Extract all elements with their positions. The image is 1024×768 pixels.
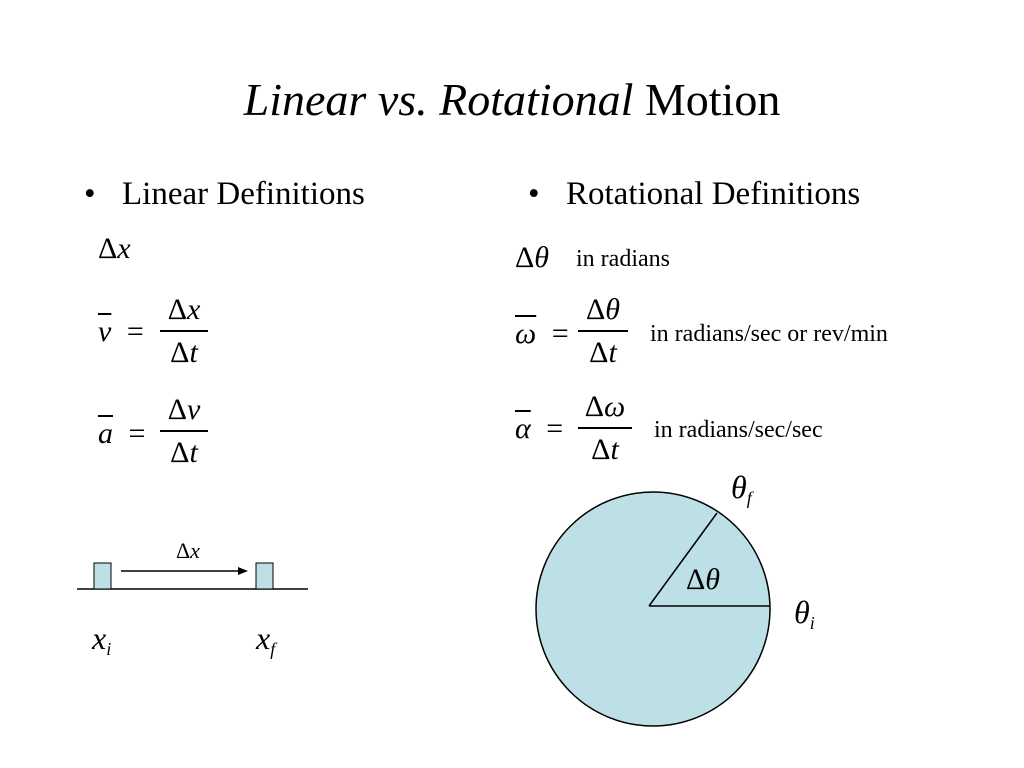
equals-sign: = <box>546 412 564 445</box>
variable-x: x <box>117 232 131 265</box>
omega-unit: in radians/sec or rev/min <box>650 321 888 347</box>
delta-symbol: Δ <box>591 432 611 466</box>
variable-theta: θ <box>731 469 747 505</box>
variable-x: x <box>186 293 201 326</box>
delta-theta-unit: in radians <box>576 246 670 272</box>
acceleration-denominator: Δt <box>170 436 198 470</box>
rotation-disk <box>535 491 771 727</box>
linear-heading-text: Linear Definitions <box>122 176 365 212</box>
delta-symbol: Δ <box>176 538 191 563</box>
displacement-label: Δx <box>176 538 200 564</box>
fraction-bar <box>578 330 628 332</box>
delta-symbol: Δ <box>589 335 609 369</box>
displacement-arrow-head <box>238 567 248 575</box>
average-angular-velocity-symbol: ω <box>515 317 537 350</box>
variable-theta: θ <box>794 594 810 630</box>
delta-symbol: Δ <box>584 390 605 423</box>
alpha-fraction: Δω Δt <box>578 390 632 467</box>
delta-symbol: Δ <box>585 293 606 326</box>
subscript-f: f <box>270 639 276 659</box>
delta-symbol: Δ <box>686 563 706 596</box>
bullet-marker: • <box>528 176 540 212</box>
fraction-bar <box>578 427 632 429</box>
subscript-f: f <box>746 488 752 508</box>
rotational-heading-text: Rotational Definitions <box>566 176 861 212</box>
alpha-lhs: α = <box>515 412 563 446</box>
delta-symbol: Δ <box>170 435 190 469</box>
title-regular-part: Motion <box>644 74 781 125</box>
fraction-bar <box>160 330 208 332</box>
delta-symbol: Δ <box>98 232 118 265</box>
variable-v: v <box>186 393 201 426</box>
subscript-i: i <box>809 613 815 633</box>
variable-x: x <box>190 538 200 563</box>
fraction-bar <box>160 430 208 432</box>
delta-theta-definition: Δθ <box>515 241 549 275</box>
delta-symbol: Δ <box>515 241 535 274</box>
acceleration-lhs: a = <box>98 417 145 451</box>
average-velocity-symbol: v <box>98 315 112 348</box>
velocity-denominator: Δt <box>170 336 198 370</box>
velocity-numerator: Δx <box>168 293 201 327</box>
delta-symbol: Δ <box>167 393 187 426</box>
omega-denominator: Δt <box>589 336 617 370</box>
equals-sign: = <box>128 417 146 450</box>
final-position-label: xf <box>256 620 275 667</box>
initial-angle-label: θi <box>794 594 815 641</box>
velocity-fraction: Δx Δt <box>160 293 208 370</box>
radius-final <box>648 512 718 607</box>
block-final <box>255 562 274 590</box>
alpha-denominator: Δt <box>591 433 619 467</box>
delta-x-definition: Δx <box>98 232 131 266</box>
variable-x: x <box>92 620 107 656</box>
equals-sign: = <box>551 317 569 350</box>
variable-x: x <box>256 620 271 656</box>
variable-t: t <box>608 335 617 369</box>
alpha-numerator: Δω <box>585 390 625 424</box>
velocity-lhs: v = <box>98 315 144 349</box>
block-initial <box>93 562 112 590</box>
variable-t: t <box>610 432 619 466</box>
alpha-unit: in radians/sec/sec <box>654 417 823 443</box>
variable-omega: ω <box>604 390 626 423</box>
variable-theta: θ <box>534 241 550 274</box>
average-angular-acceleration-symbol: α <box>515 412 531 445</box>
rotational-heading: • Rotational Definitions <box>528 174 860 214</box>
initial-position-label: xi <box>92 620 111 667</box>
variable-theta: θ <box>705 563 721 596</box>
variable-theta: θ <box>605 293 621 326</box>
acceleration-numerator: Δv <box>168 393 201 427</box>
variable-t: t <box>189 435 198 469</box>
equals-sign: = <box>126 315 144 348</box>
delta-symbol: Δ <box>170 335 190 369</box>
bullet-marker: • <box>84 176 96 212</box>
final-angle-label: θf <box>731 469 752 516</box>
linear-heading: • Linear Definitions <box>84 174 365 214</box>
subscript-i: i <box>106 639 112 659</box>
title-italic-part: Linear vs. Rotational <box>243 74 634 125</box>
sector-angle-label: Δθ <box>686 563 720 597</box>
average-acceleration-symbol: a <box>98 417 113 450</box>
delta-symbol: Δ <box>167 293 187 326</box>
omega-fraction: Δθ Δt <box>578 293 628 370</box>
acceleration-fraction: Δv Δt <box>160 393 208 470</box>
variable-t: t <box>189 335 198 369</box>
omega-numerator: Δθ <box>586 293 620 327</box>
slide-title: Linear vs. Rotational Motion <box>0 68 1024 132</box>
omega-lhs: ω = <box>515 317 569 351</box>
